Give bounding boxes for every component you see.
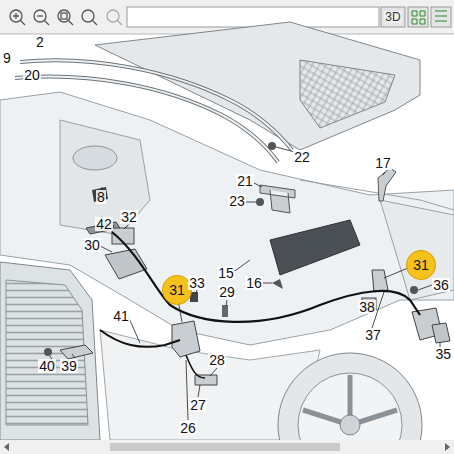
- callout-number: 23: [228, 194, 246, 208]
- callout-number: 28: [208, 353, 226, 367]
- callout-number: 32: [120, 210, 138, 224]
- toolbar-button: 3D: [384, 11, 401, 23]
- callout-number: 39: [60, 359, 78, 373]
- callout-number: 38: [358, 300, 376, 314]
- callout-number: 30: [83, 238, 101, 252]
- callout-number: 41: [112, 309, 130, 323]
- callout-number: 27: [189, 398, 207, 412]
- callout-number: 42: [95, 217, 113, 231]
- callout-number: 21: [236, 174, 254, 188]
- callout-number: 2: [35, 35, 45, 49]
- callout-number: 8: [96, 190, 106, 204]
- callout-number: 16: [245, 276, 263, 290]
- callout-number: 15: [217, 266, 235, 280]
- callout-number: 9: [2, 51, 12, 65]
- callout-number: 22: [293, 150, 311, 164]
- callout-number: 35: [434, 347, 452, 361]
- callout-number: 31: [413, 258, 429, 272]
- callout-number: 29: [218, 285, 236, 299]
- callout-number: 40: [38, 359, 56, 373]
- callout-number: 17: [374, 156, 392, 170]
- callout-highlight: 31: [406, 250, 436, 280]
- callout-number: 31: [169, 283, 185, 297]
- callout-number: 36: [432, 278, 450, 292]
- callout-number: 37: [364, 328, 382, 342]
- callout-number: 20: [23, 68, 41, 82]
- callout-number: 26: [179, 421, 197, 435]
- callout-number: 33: [188, 276, 206, 290]
